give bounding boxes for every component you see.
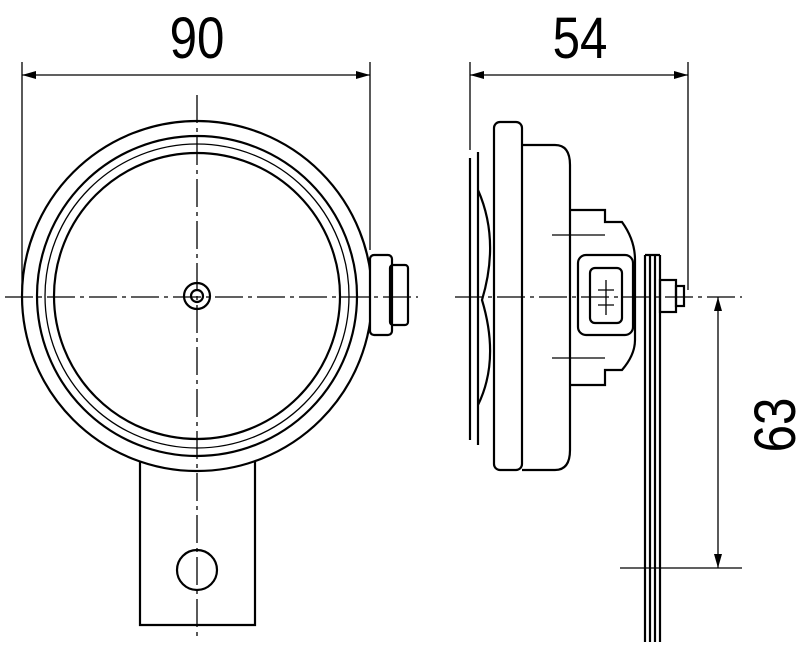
dimension-label-63: 63 — [743, 398, 800, 453]
dimension-label-90: 90 — [170, 6, 225, 71]
terminal-housing — [368, 253, 394, 337]
terminal — [388, 263, 410, 327]
dimension-63: 63 — [620, 297, 800, 569]
dimension-90: 90 — [21, 6, 371, 290]
dimension-54: 54 — [469, 6, 689, 290]
connector-base — [570, 208, 637, 387]
horn-body — [522, 143, 572, 472]
dimension-label-54: 54 — [553, 6, 608, 71]
front-view — [5, 95, 418, 640]
plug-face — [588, 266, 624, 325]
nut — [658, 278, 678, 314]
diaphragm-edge — [468, 152, 492, 445]
flange — [492, 120, 524, 472]
side-view — [455, 120, 742, 642]
mounting-strap — [643, 253, 662, 642]
bolt-end — [674, 284, 686, 308]
